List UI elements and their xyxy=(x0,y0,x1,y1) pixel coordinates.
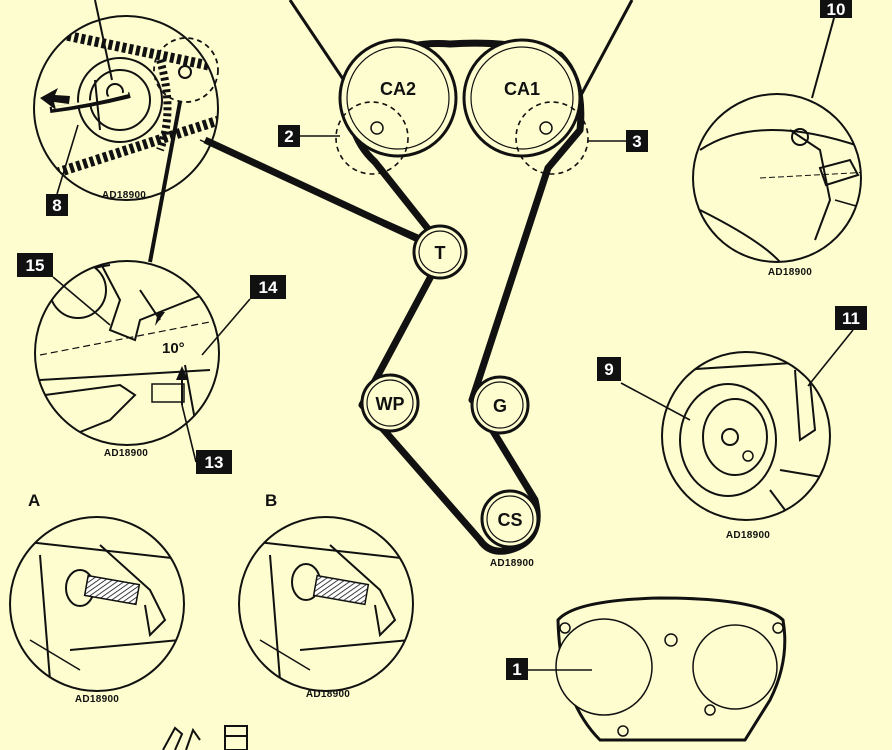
pulley-water-pump: WP xyxy=(360,373,420,433)
image-code-top-left: AD18900 xyxy=(102,190,146,201)
detail-a: A AD18900 xyxy=(9,491,185,705)
callout-1-label: 1 xyxy=(512,660,521,679)
pulley-crankshaft: CS xyxy=(480,489,540,549)
pulley-label-cs: CS xyxy=(497,510,522,530)
callout-13: 13 xyxy=(181,404,232,474)
pulley-tensioner: T xyxy=(412,224,468,280)
callout-10: 10 xyxy=(820,0,852,19)
image-code-detail-a: AD18900 xyxy=(75,694,119,705)
detail-camshaft-mark: AD18900 xyxy=(692,17,862,278)
image-code-center: AD18900 xyxy=(490,558,534,569)
angle-label: 10° xyxy=(162,340,185,357)
pulley-label-ca2: CA2 xyxy=(380,79,416,99)
callout-2-label: 2 xyxy=(284,127,293,146)
callout-14-label: 14 xyxy=(259,278,278,297)
callout-14: 14 xyxy=(201,275,286,356)
detail-label-a: A xyxy=(28,491,40,510)
pulley-label-g: G xyxy=(493,396,507,416)
pulley-label-wp: WP xyxy=(376,394,405,414)
image-code-right-tensioner: AD18900 xyxy=(726,530,770,541)
pulley-guide: G xyxy=(470,375,530,435)
callout-8-label: 8 xyxy=(52,196,61,215)
callout-11: 11 xyxy=(835,306,867,330)
pulley-label-ca1: CA1 xyxy=(504,79,540,99)
arrow-icon xyxy=(40,88,70,110)
callout-2: 2 xyxy=(278,125,340,147)
callout-13-label: 13 xyxy=(205,453,224,472)
tool-pin-icon xyxy=(162,725,248,750)
detail-timing-angle: 10° AD18900 xyxy=(34,101,220,459)
callout-3-label: 3 xyxy=(632,132,641,151)
callout-9: 9 xyxy=(597,357,621,381)
image-code-middle-left: AD18900 xyxy=(104,448,148,459)
callout-8: 8 xyxy=(46,124,79,216)
callout-9-label: 9 xyxy=(604,360,613,379)
detail-crank-lock xyxy=(33,0,219,201)
detail-tensioner: AD18900 xyxy=(620,329,854,541)
callout-11-label: 11 xyxy=(842,309,860,328)
detail-b: B AD18900 xyxy=(238,491,414,700)
image-code-detail-b: AD18900 xyxy=(306,689,350,700)
callout-15-label: 15 xyxy=(26,256,45,275)
callout-10-label: 10 xyxy=(827,0,846,19)
callout-15: 15 xyxy=(17,253,111,326)
pulley-ca1: CA1 xyxy=(462,38,589,175)
callout-1: 1 xyxy=(506,658,592,680)
callout-3: 3 xyxy=(588,130,648,152)
timing-cover xyxy=(555,596,787,742)
detail-label-b: B xyxy=(265,491,277,510)
pulley-label-t: T xyxy=(435,243,446,263)
image-code-top-right: AD18900 xyxy=(768,267,812,278)
pulley-ca2: CA2 xyxy=(335,38,458,175)
